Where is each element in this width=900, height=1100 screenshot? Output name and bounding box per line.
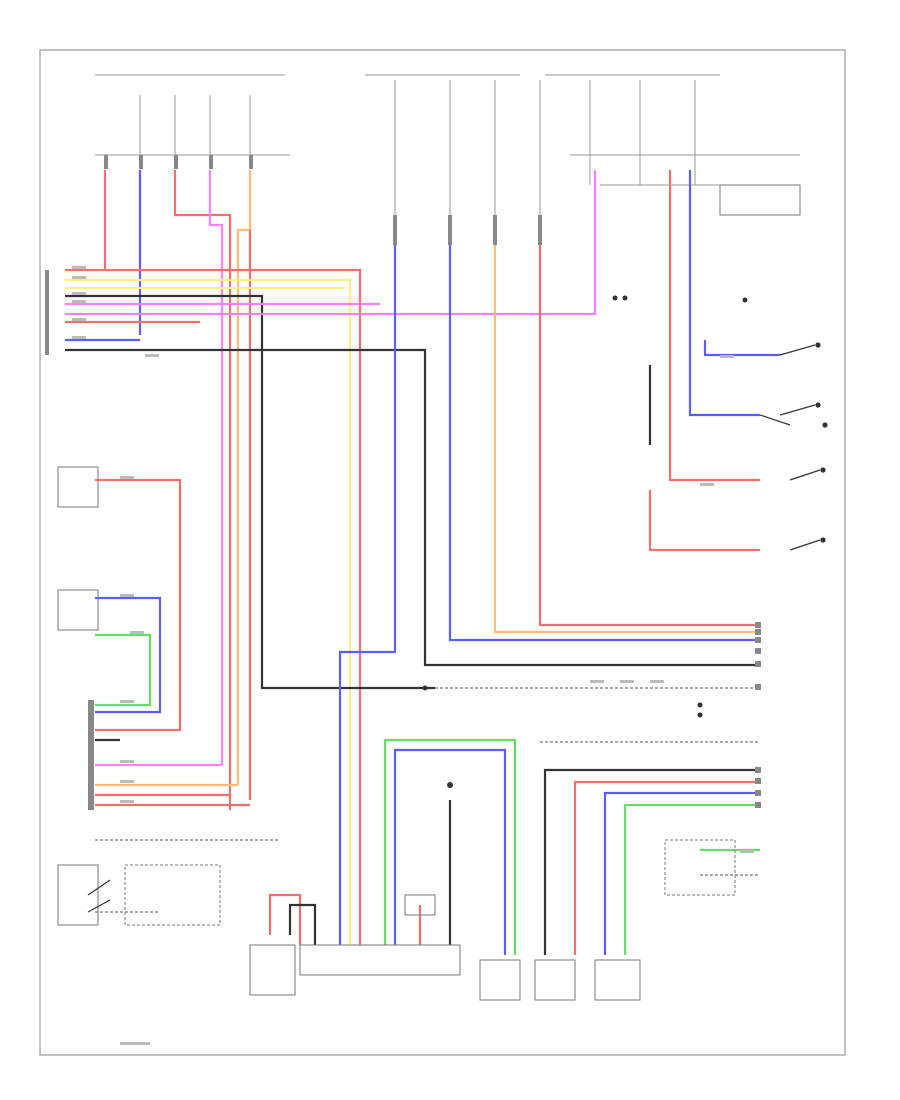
top-connector-pins [104, 155, 542, 245]
right-front-lower-switch-box [57, 864, 99, 926]
signal-lines [95, 687, 760, 913]
left-front-courtesy-light-box [534, 959, 576, 1001]
switch-symbols [87, 342, 828, 913]
left-rear-window-regulator-box [249, 944, 296, 996]
diagram-border [39, 49, 846, 1056]
right-front-courtesy-light-box [57, 589, 99, 631]
left-mirror-box [664, 839, 736, 896]
top-power-feeds [95, 74, 800, 215]
center-connector-box [404, 894, 436, 916]
left-rear-courtesy-light-box [479, 959, 521, 1001]
left-front-window-regulator-box [299, 944, 461, 976]
left-connector-bank [45, 270, 94, 810]
door-lock-switch-box [719, 184, 801, 216]
left-front-lock-actuator-box [594, 959, 641, 1001]
right-front-window-regulator-box [57, 466, 99, 508]
right-connector-bank [755, 622, 761, 808]
right-mirror-box [124, 864, 221, 926]
wire-harness [65, 170, 780, 955]
component-blocks [57, 184, 801, 1001]
junction-dots [422, 295, 748, 788]
wire-label-tags [72, 266, 754, 1045]
